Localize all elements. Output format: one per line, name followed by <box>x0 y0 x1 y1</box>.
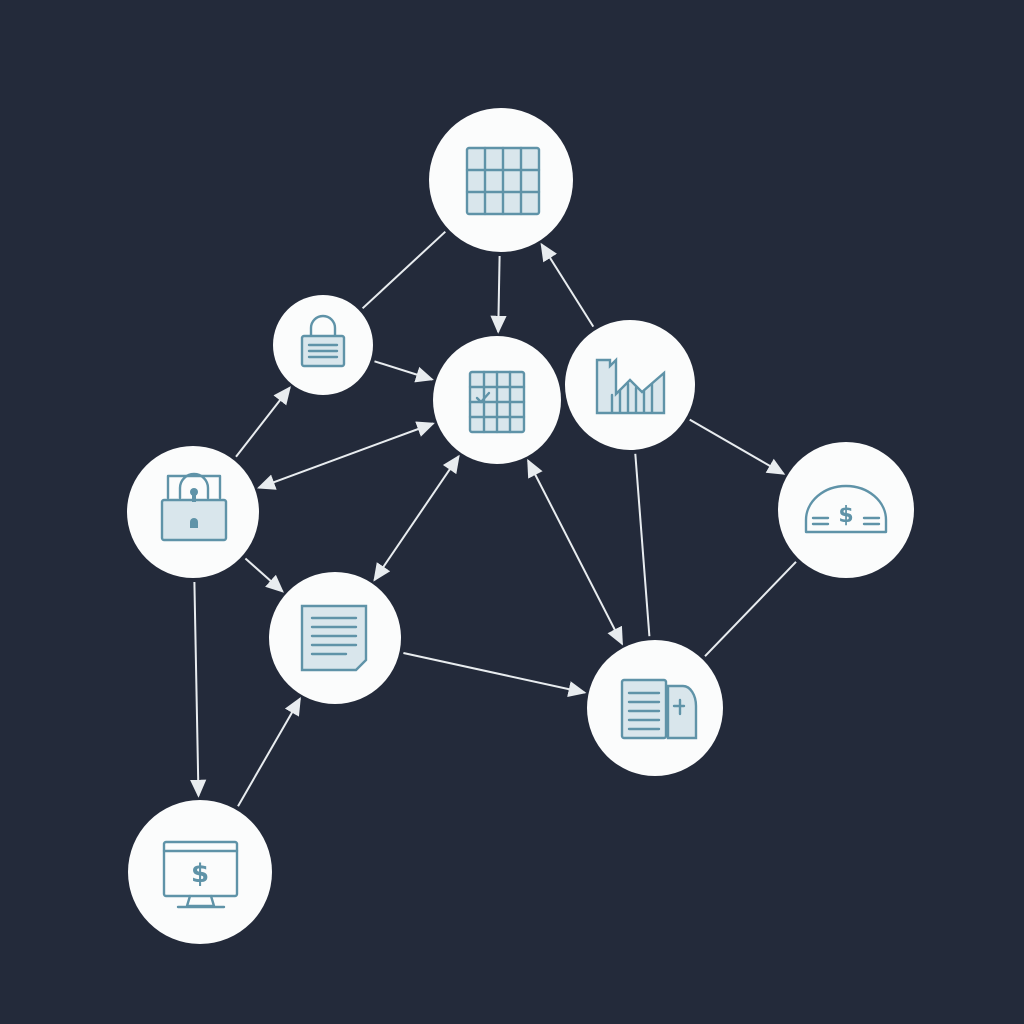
edge-safe-to-document <box>244 557 284 593</box>
padlock-icon <box>300 314 346 368</box>
node-chart[interactable] <box>565 320 695 450</box>
table-grid-icon <box>465 146 541 216</box>
monitor-dollar-label: $ <box>191 859 209 889</box>
edge-grid-top-to-spreadsheet <box>490 255 507 334</box>
edge-chart-to-report-coin <box>634 453 651 637</box>
edge-monitor-to-document <box>237 697 301 807</box>
edge-dollar-gauge-to-report-coin <box>704 561 797 657</box>
dollar-gauge-label: $ <box>838 503 853 528</box>
monitor-dollar-icon: $ <box>162 840 239 909</box>
node-safe[interactable] <box>127 446 259 578</box>
node-report-coin[interactable] <box>587 640 723 776</box>
node-document[interactable] <box>269 572 401 704</box>
edge-safe-to-spreadsheet <box>257 421 435 490</box>
report-coin-icon <box>620 678 698 740</box>
edge-document-to-spreadsheet <box>373 454 460 582</box>
edge-safe-to-lock <box>235 386 291 458</box>
keyhole-safe-icon <box>160 472 228 542</box>
area-chart-icon <box>595 357 666 415</box>
node-spreadsheet[interactable] <box>433 336 561 464</box>
node-monitor[interactable]: $ <box>128 800 272 944</box>
edge-report-coin-to-spreadsheet <box>527 458 623 646</box>
edge-chart-to-dollar-gauge <box>689 418 786 475</box>
edge-document-to-report-coin <box>403 652 587 698</box>
node-dollar-gauge[interactable]: $ <box>778 442 914 578</box>
edge-chart-to-grid-top <box>540 242 595 328</box>
node-lock[interactable] <box>273 295 373 395</box>
edge-lock-to-spreadsheet <box>374 360 434 383</box>
spreadsheet-icon <box>468 370 526 434</box>
edge-grid-top-to-lock <box>361 230 446 310</box>
document-icon <box>300 604 368 672</box>
node-grid-top[interactable] <box>429 108 573 252</box>
edge-safe-to-monitor <box>190 581 207 798</box>
dollar-gauge-icon: $ <box>804 484 888 534</box>
edges-layer <box>190 230 797 807</box>
